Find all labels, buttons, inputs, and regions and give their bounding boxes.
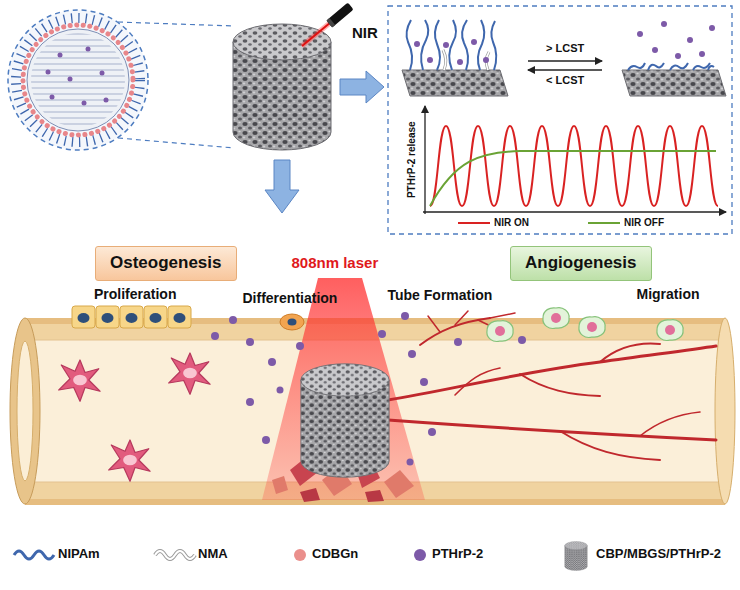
legend-text: NMA <box>198 547 228 562</box>
process-label: Migration <box>637 286 700 302</box>
nir-laser-pointer <box>302 3 354 46</box>
pthrp-2-peptides <box>211 312 526 466</box>
zoom-lines <box>118 22 234 148</box>
process-box: Angiogenesis <box>510 246 652 281</box>
temperature-label: < LCST <box>546 74 584 87</box>
implanted-scaffold <box>301 364 389 477</box>
process-label: Differentiation <box>243 290 338 306</box>
legend-text: NIR OFF <box>624 217 664 229</box>
nanoparticle-zoom <box>8 10 148 150</box>
node-text: Angiogenesis <box>525 253 637 273</box>
process-box: Osteogenesis <box>95 246 237 281</box>
bone-cells <box>59 353 210 481</box>
release-inset <box>388 6 732 234</box>
proliferating-cells <box>72 306 191 328</box>
legend-text: NIPAm <box>58 547 100 562</box>
process-label: Tube Formation <box>388 287 493 303</box>
legend-text: CBP/MBGS/PTHrP-2 <box>596 547 721 562</box>
blood-vessels <box>388 311 716 460</box>
process-label: Proliferation <box>94 286 176 302</box>
laser-beam <box>262 278 425 500</box>
differentiating-cell <box>280 314 304 330</box>
block-arrow <box>340 71 384 103</box>
legend-text: CDBGn <box>312 547 358 562</box>
node-text: Osteogenesis <box>110 253 222 273</box>
legend-text: PTHrP-2 <box>432 547 483 562</box>
legend-text: NIR ON <box>494 217 529 229</box>
scaffold <box>233 24 331 150</box>
legend-samples <box>14 541 587 570</box>
endothelial-cells <box>487 308 683 342</box>
block-arrow <box>265 160 299 213</box>
axis-label: PTHrP-2 release <box>405 121 417 198</box>
laser-label: 808nm laser <box>292 254 379 271</box>
laser-label: NIR <box>352 24 378 41</box>
temperature-label: > LCST <box>546 42 584 55</box>
